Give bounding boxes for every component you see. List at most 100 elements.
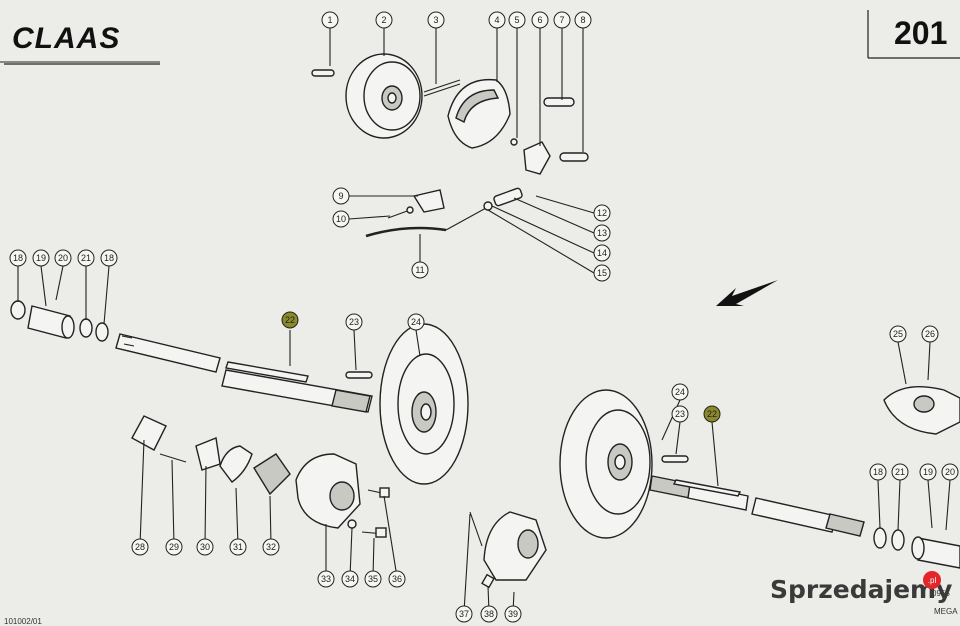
callout-label: 11 <box>415 265 424 275</box>
callout-7: 7 <box>553 11 571 29</box>
callout-37: 37 <box>455 605 473 623</box>
callout-34: 34 <box>341 570 359 588</box>
pin-1 <box>311 69 335 77</box>
brand-logo: CLAAS <box>4 22 160 65</box>
callout-label: 18 <box>104 253 114 263</box>
callout-36: 36 <box>388 570 406 588</box>
washer-18-left-2 <box>95 322 109 342</box>
shaft-left-lower <box>221 369 373 413</box>
callout-label: 21 <box>895 467 905 477</box>
callout-12: 12 <box>593 204 611 222</box>
callout-24: 24 <box>671 383 689 401</box>
callout-label: 8 <box>580 15 585 25</box>
callout-label: 14 <box>597 248 607 258</box>
callout-label: 22 <box>707 409 717 419</box>
callout-label: 18 <box>13 253 23 263</box>
leader-lines <box>17 27 951 613</box>
washer-21-right <box>891 529 905 551</box>
washer-34 <box>347 519 357 529</box>
callout-18: 18 <box>100 249 118 267</box>
callout-label: 10 <box>336 214 346 224</box>
nipple-38 <box>481 573 495 589</box>
brake-pad-31 <box>219 445 253 483</box>
callout-label: 12 <box>597 208 607 218</box>
callout-8: 8 <box>574 11 592 29</box>
callout-label: 31 <box>233 542 243 552</box>
cable-bracket-9 <box>412 189 445 213</box>
callout-14: 14 <box>593 244 611 262</box>
nut-14 <box>483 201 493 211</box>
caliper-39 <box>483 511 547 581</box>
callout-3: 3 <box>427 11 445 29</box>
bolt-37 <box>469 511 483 547</box>
callout-label: 34 <box>345 574 355 584</box>
brake-disc-right <box>559 389 653 539</box>
callout-5: 5 <box>508 11 526 29</box>
callout-4: 4 <box>488 11 506 29</box>
pin-7 <box>543 97 575 107</box>
callout-30: 30 <box>196 538 214 556</box>
callout-label: 21 <box>81 253 91 263</box>
callout-21: 21 <box>77 249 95 267</box>
callout-label: 25 <box>893 329 903 339</box>
callout-35: 35 <box>364 570 382 588</box>
callout-label: 22 <box>285 315 295 325</box>
callout-label: 4 <box>494 15 499 25</box>
callout-10: 10 <box>332 210 350 228</box>
plate-28 <box>131 415 167 451</box>
callout-39: 39 <box>504 605 522 623</box>
callout-24: 24 <box>407 313 425 331</box>
callout-2: 2 <box>375 11 393 29</box>
direction-arrow <box>716 280 778 306</box>
callout-26: 26 <box>921 325 939 343</box>
callout-33: 33 <box>317 570 335 588</box>
callout-label: 23 <box>675 409 685 419</box>
callout-label: 35 <box>368 574 378 584</box>
brake-shoe-part <box>447 78 511 149</box>
callout-label: 1 <box>327 15 332 25</box>
callout-label: 2 <box>381 15 386 25</box>
callout-20: 20 <box>941 463 959 481</box>
brake-disc-left <box>379 323 469 485</box>
callout-label: 28 <box>135 542 145 552</box>
callout-label: 15 <box>597 268 607 278</box>
footer-right-code: 0955 <box>932 589 950 598</box>
sleeve-19-left <box>27 305 75 339</box>
watermark-site: Sprzedajemy <box>770 575 952 604</box>
callout-20: 20 <box>54 249 72 267</box>
footer-right-label: MEGA <box>934 607 958 616</box>
callout-label: 7 <box>559 15 564 25</box>
brake-pad-32 <box>253 453 291 496</box>
spring-pin-29 <box>159 453 187 463</box>
lever-6 <box>523 141 551 175</box>
callout-31: 31 <box>229 538 247 556</box>
spring-3 <box>423 79 461 97</box>
key-23-right <box>661 455 689 463</box>
callout-label: 23 <box>349 317 359 327</box>
pin-8 <box>559 152 589 162</box>
callout-label: 30 <box>200 542 210 552</box>
callout-23: 23 <box>345 313 363 331</box>
callout-label: 29 <box>169 542 179 552</box>
key-23-left <box>345 371 373 379</box>
callout-label: 24 <box>675 387 685 397</box>
callout-1: 1 <box>321 11 339 29</box>
callout-label: 38 <box>484 609 494 619</box>
callout-label: 24 <box>411 317 421 327</box>
callout-18: 18 <box>869 463 887 481</box>
callout-label: 37 <box>459 609 469 619</box>
callout-19: 19 <box>32 249 50 267</box>
sleeve-19-right <box>911 536 960 569</box>
adjuster-13 <box>493 187 523 207</box>
callout-label: 9 <box>338 191 343 201</box>
clip-30 <box>195 437 221 471</box>
page-number: 201 <box>894 15 947 51</box>
watermark-dot-icon <box>923 571 941 589</box>
callout-label: 33 <box>321 574 331 584</box>
callout-label: 18 <box>873 467 883 477</box>
callout-25: 25 <box>889 325 907 343</box>
callout-22: 22 <box>703 405 721 423</box>
callout-label: 32 <box>266 542 276 552</box>
callout-label: 6 <box>537 15 542 25</box>
